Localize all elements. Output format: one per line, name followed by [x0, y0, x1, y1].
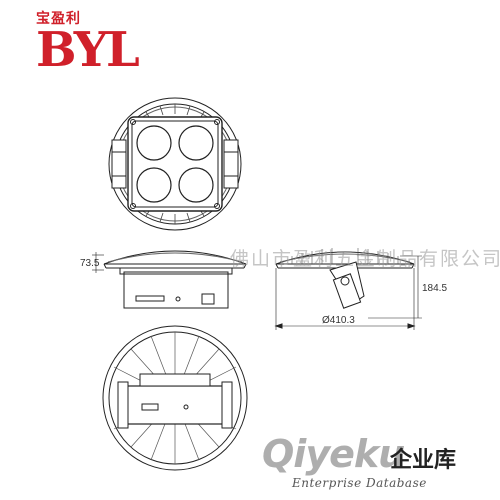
- qiyeku-watermark: Qiyeku 企业库 Enterprise Database: [262, 432, 492, 494]
- logo-chinese-text: 宝盈利: [36, 11, 81, 27]
- bottom-view: [102, 325, 248, 471]
- brand-tagline: Enterprise Database: [292, 476, 427, 490]
- dimension-height-small: 73.5: [80, 258, 100, 269]
- company-watermark: 佛山市盈利五金制品有限公司: [230, 248, 500, 270]
- brand-word: Qiyeku: [262, 432, 405, 476]
- company-logo: 宝盈利 BYL: [36, 8, 166, 78]
- side-view-right: [274, 248, 422, 330]
- dimension-diameter: Ø410.3: [322, 315, 355, 326]
- top-view: [108, 97, 242, 231]
- brand-chinese: 企业库: [390, 448, 457, 473]
- side-view-left: [92, 250, 247, 309]
- logo-letters: BYL: [36, 22, 140, 78]
- dimension-height-total: 184.5: [422, 283, 447, 294]
